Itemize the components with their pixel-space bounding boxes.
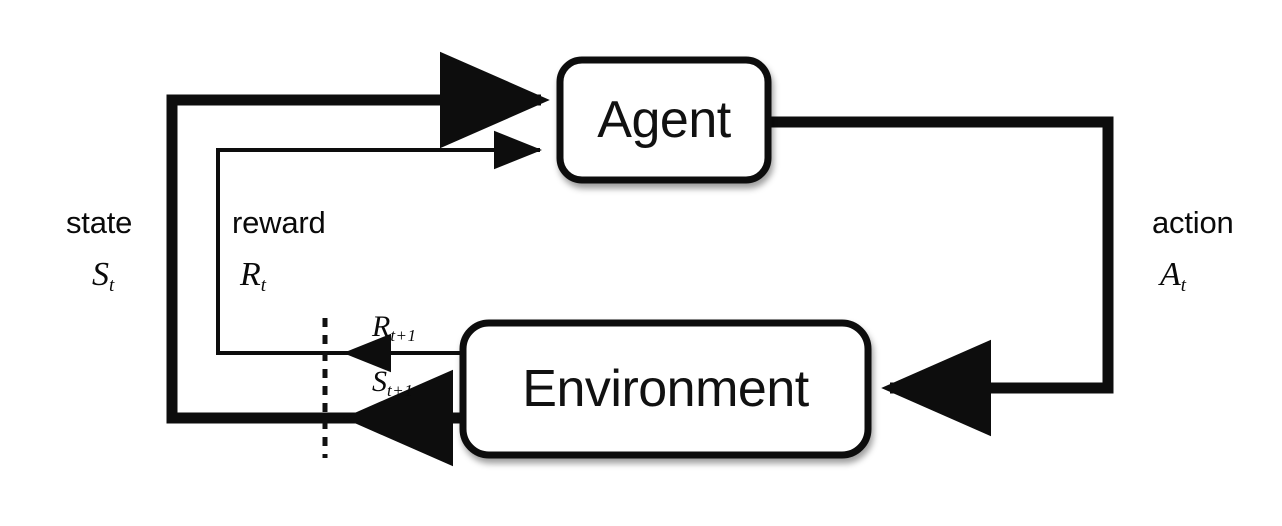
action-label: action (1152, 205, 1234, 240)
reward-symbol-subscript: t (260, 275, 267, 296)
reward-next-symbol-subscript: t+1 (390, 326, 417, 345)
action-symbol-base: A (1160, 256, 1181, 293)
action-symbol-subscript: t (1180, 275, 1187, 296)
state-next-symbol-base: S (372, 365, 387, 398)
edge-reward-to-agent (216, 130, 542, 355)
reward-next-symbol: Rt+1 (372, 310, 417, 345)
edge-action-to-environment (768, 116, 1114, 437)
reward-symbol: Rt (240, 256, 267, 296)
state-next-symbol-subscript: t+1 (387, 381, 414, 400)
state-next-symbol: St+1 (372, 365, 414, 400)
environment-box[interactable] (459, 319, 872, 459)
action-symbol: At (1160, 256, 1187, 296)
edge-state-to-agent (166, 51, 550, 424)
agent-label: Agent (597, 91, 731, 149)
reward-label: reward (232, 205, 326, 240)
environment-label: Environment (522, 360, 809, 418)
state-label: state (66, 205, 133, 240)
reward-symbol-base: R (240, 256, 261, 293)
state-symbol: St (92, 256, 115, 296)
reward-next-symbol-base: R (372, 310, 391, 343)
agent-box[interactable] (556, 56, 772, 184)
state-symbol-base: S (92, 256, 109, 293)
state-symbol-subscript: t (109, 275, 115, 296)
